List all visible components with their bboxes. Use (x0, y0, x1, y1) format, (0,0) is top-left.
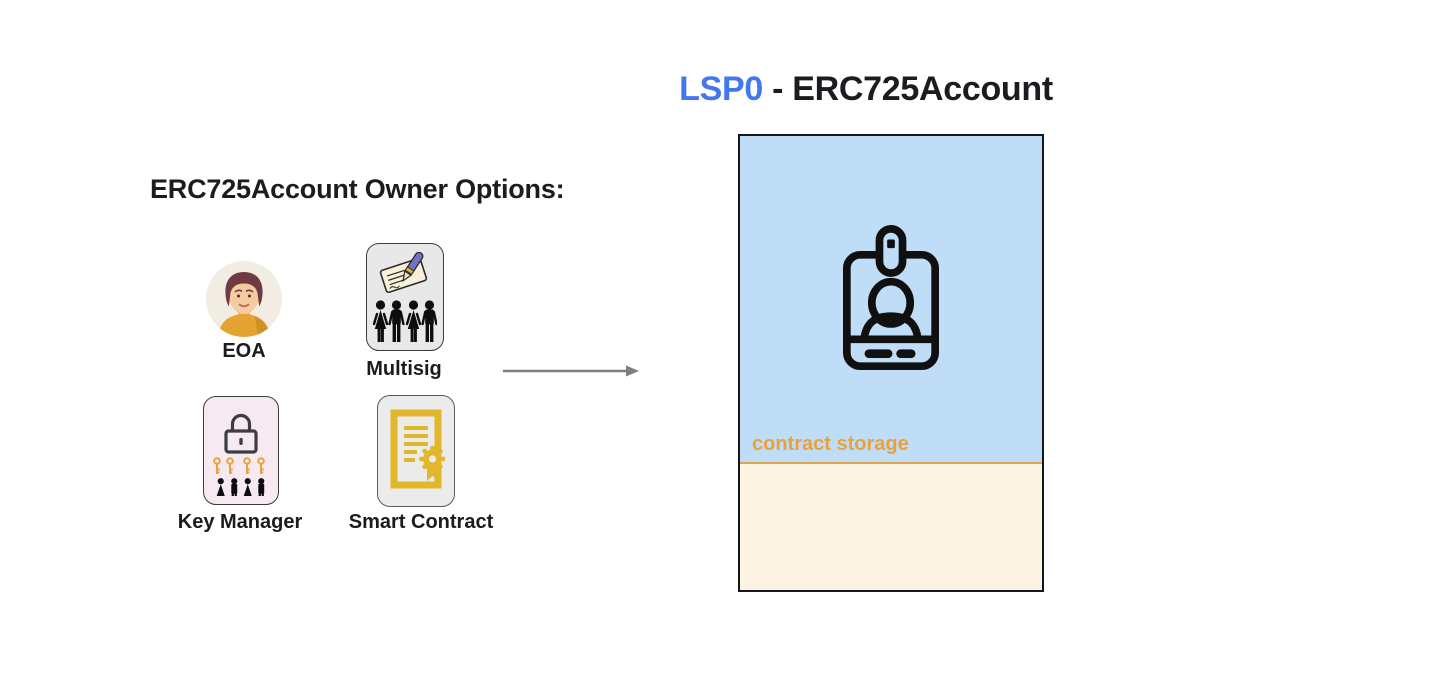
lsp0-title-highlight: LSP0 (679, 70, 763, 108)
eoa-option (206, 261, 282, 337)
lsp0-title-rest: - ERC725Account (762, 70, 1053, 108)
erc725account-box: contract storage (738, 134, 1044, 592)
contract-storage-label: contract storage (752, 433, 909, 455)
id-badge-icon (843, 224, 939, 372)
smart-contract-option (377, 395, 455, 507)
eoa-label: EOA (222, 340, 266, 362)
key-manager-option (203, 396, 279, 505)
account-box-bottom-section (740, 464, 1042, 590)
person-avatar-icon (206, 261, 282, 337)
lsp0-title: LSP0 - ERC725Account (616, 70, 1116, 109)
smart-contract-label: Smart Contract (348, 511, 494, 533)
flow-arrow (503, 364, 641, 378)
multisig-option (366, 243, 444, 351)
owner-options-heading: ERC725Account Owner Options: (150, 174, 565, 204)
signed-document-people-icon (373, 252, 437, 342)
right-arrow-icon (503, 365, 639, 377)
key-manager-label: Key Manager (177, 511, 303, 533)
certificate-document-icon (390, 409, 445, 489)
multisig-label: Multisig (366, 358, 442, 380)
contract-storage-section: contract storage (740, 136, 1042, 464)
lock-keys-people-icon (213, 413, 265, 496)
